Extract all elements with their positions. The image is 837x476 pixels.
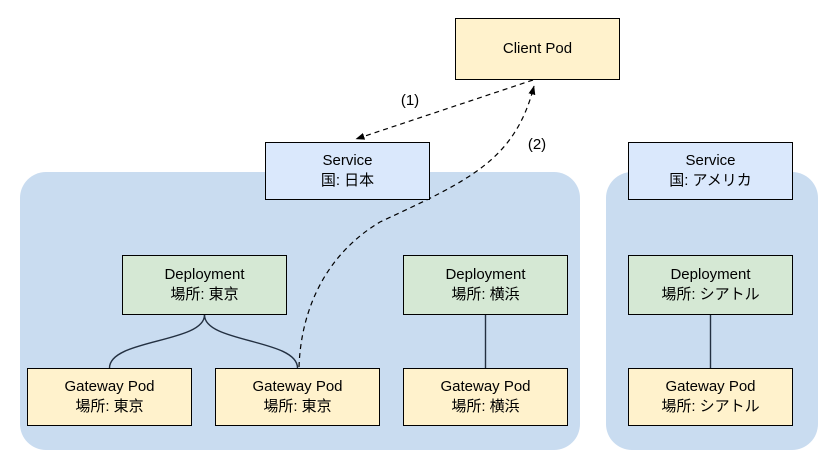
gateway-pod-tokyo-2-title: Gateway Pod [252, 378, 343, 395]
gateway-pod-tokyo-2-subtitle: 場所: 東京 [263, 398, 332, 415]
gateway-pod-yokohama-node: Gateway Pod 場所: 横浜 [403, 368, 568, 426]
deployment-yokohama-subtitle: 場所: 横浜 [451, 286, 520, 303]
service-america-title: Service [685, 152, 736, 169]
gateway-pod-yokohama-title: Gateway Pod [440, 378, 531, 395]
gateway-pod-seattle-title: Gateway Pod [665, 378, 756, 395]
edge-label-step-1: (1) [400, 92, 420, 109]
service-japan-node: Service 国: 日本 [265, 142, 430, 200]
deployment-tokyo-subtitle: 場所: 東京 [170, 286, 239, 303]
gateway-pod-tokyo-1-node: Gateway Pod 場所: 東京 [27, 368, 192, 426]
deployment-tokyo-title: Deployment [164, 266, 245, 283]
client-pod-node: Client Pod [455, 18, 620, 80]
gateway-pod-yokohama-subtitle: 場所: 横浜 [451, 398, 520, 415]
deployment-seattle-subtitle: 場所: シアトル [661, 286, 760, 303]
edge-label-step-2: (2) [527, 136, 547, 153]
service-japan-title: Service [322, 152, 373, 169]
deployment-seattle-title: Deployment [670, 266, 751, 283]
gateway-pod-tokyo-1-subtitle: 場所: 東京 [75, 398, 144, 415]
service-america-subtitle: 国: アメリカ [669, 172, 752, 189]
service-japan-subtitle: 国: 日本 [320, 172, 375, 189]
client-pod-label: Client Pod [502, 40, 573, 57]
deployment-yokohama-title: Deployment [445, 266, 526, 283]
edge-deployment-tokyo-to-gateway1 [108, 314, 206, 369]
edge-client-pod-to-service-japan-arrow [355, 79, 534, 140]
gateway-pod-tokyo-2-node: Gateway Pod 場所: 東京 [215, 368, 380, 426]
deployment-tokyo-node: Deployment 場所: 東京 [122, 255, 287, 315]
edge-gateway-tokyo2-to-client-pod-arrow [298, 85, 536, 368]
deployment-seattle-node: Deployment 場所: シアトル [628, 255, 793, 315]
service-america-node: Service 国: アメリカ [628, 142, 793, 200]
deployment-yokohama-node: Deployment 場所: 横浜 [403, 255, 568, 315]
gateway-pod-seattle-node: Gateway Pod 場所: シアトル [628, 368, 793, 426]
gateway-pod-tokyo-1-title: Gateway Pod [64, 378, 155, 395]
edge-deployment-tokyo-to-gateway2 [203, 314, 299, 369]
gateway-pod-seattle-subtitle: 場所: シアトル [661, 398, 760, 415]
